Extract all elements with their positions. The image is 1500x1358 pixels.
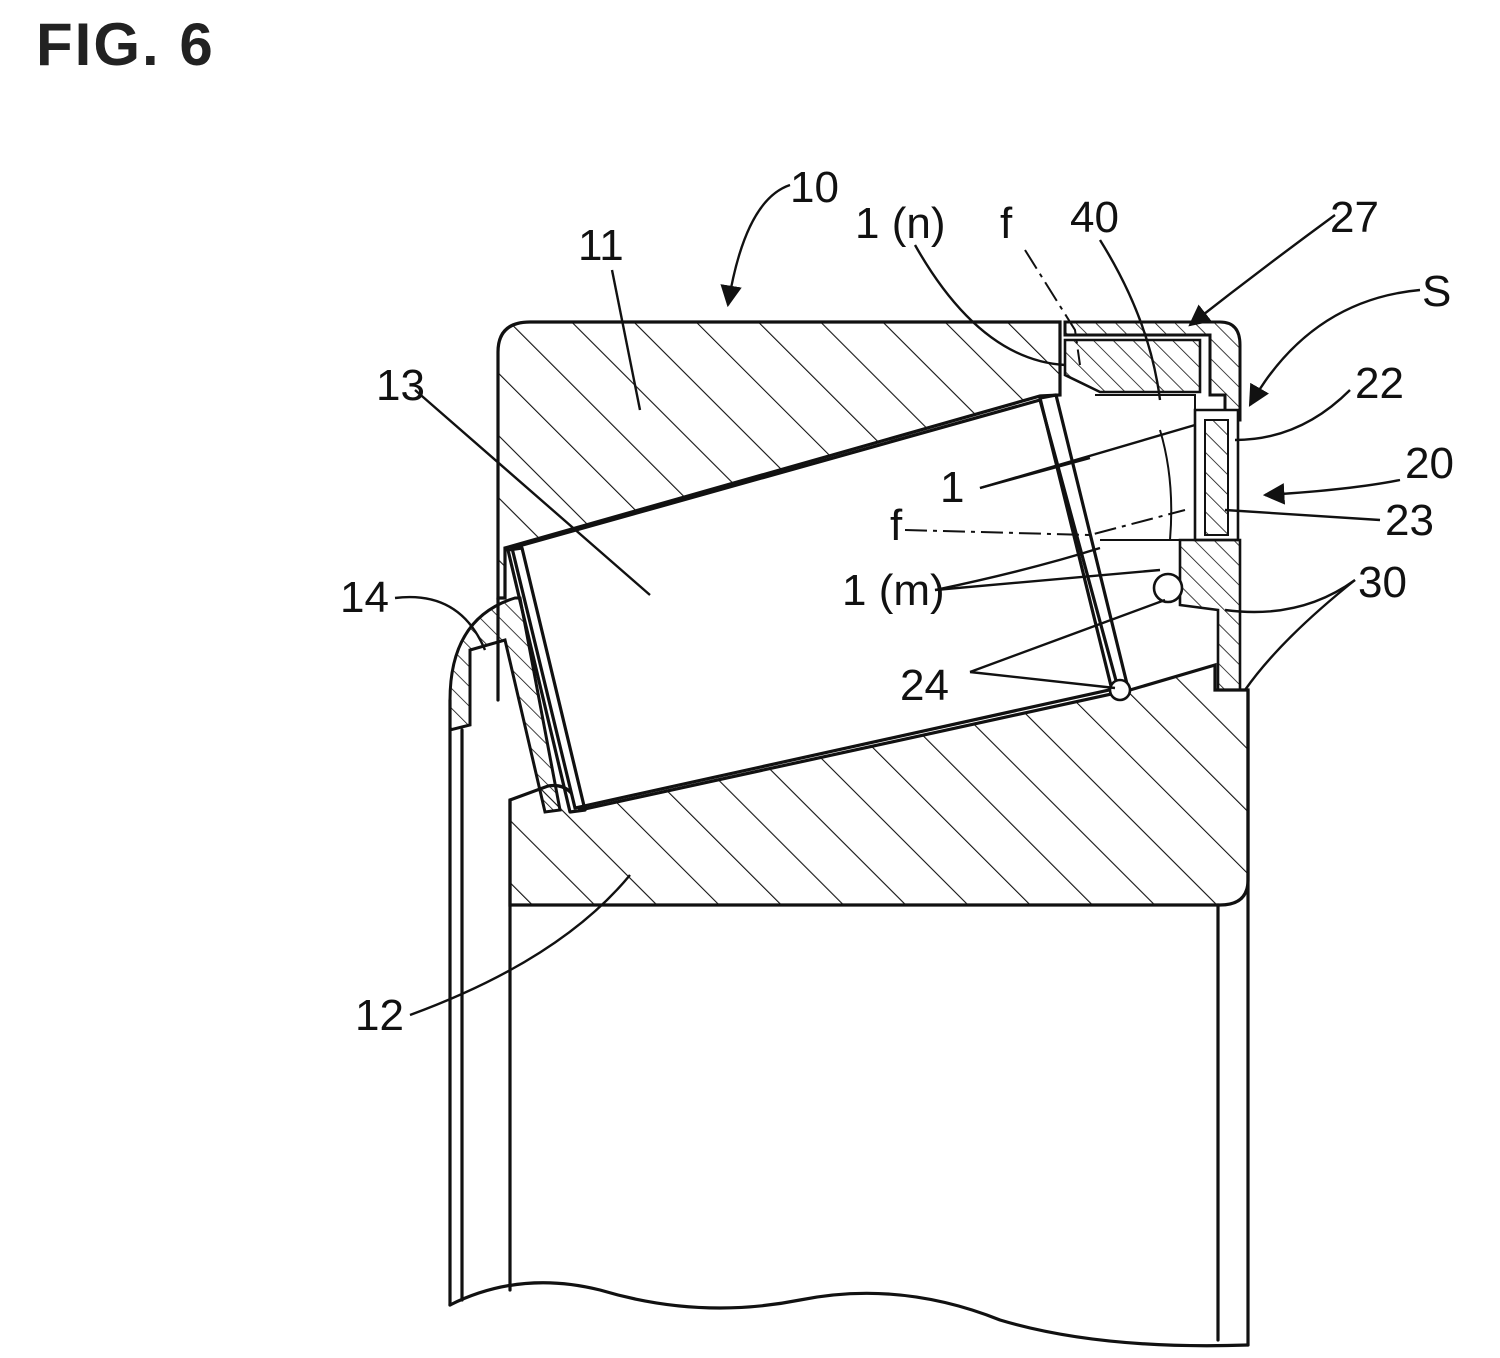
label-22: 22 bbox=[1355, 359, 1404, 408]
label-27: 27 bbox=[1330, 193, 1379, 242]
label-12: 12 bbox=[355, 991, 404, 1040]
seal-spring-23 bbox=[1205, 420, 1228, 535]
label-13: 13 bbox=[376, 361, 425, 410]
label-24: 24 bbox=[900, 661, 949, 710]
label-23: 23 bbox=[1385, 496, 1434, 545]
label-40: 40 bbox=[1070, 193, 1119, 242]
label-S: S bbox=[1422, 267, 1451, 316]
label-1m: 1 (m) bbox=[842, 566, 945, 615]
roller-end-24 bbox=[1110, 680, 1130, 700]
leader-20 bbox=[1265, 480, 1400, 495]
label-14: 14 bbox=[340, 573, 389, 622]
leader-10 bbox=[728, 185, 790, 305]
label-f-mid: f bbox=[890, 501, 903, 550]
label-11: 11 bbox=[578, 221, 624, 270]
label-f-top: f bbox=[1000, 199, 1013, 248]
seal-lip-40 bbox=[1065, 340, 1200, 392]
label-30: 30 bbox=[1358, 558, 1407, 607]
label-1: 1 bbox=[940, 463, 964, 512]
shaft-break-line bbox=[450, 1283, 1248, 1346]
leader-27 bbox=[1190, 215, 1335, 325]
label-1n: 1 (n) bbox=[855, 199, 945, 248]
leader-23 bbox=[1225, 510, 1380, 520]
seal-bead-24 bbox=[1154, 574, 1182, 602]
label-10: 10 bbox=[790, 163, 839, 212]
leader-30-b bbox=[1245, 580, 1355, 690]
label-20: 20 bbox=[1405, 439, 1454, 488]
leader-22 bbox=[1235, 390, 1350, 440]
seal-inner-boundary bbox=[1095, 395, 1195, 540]
